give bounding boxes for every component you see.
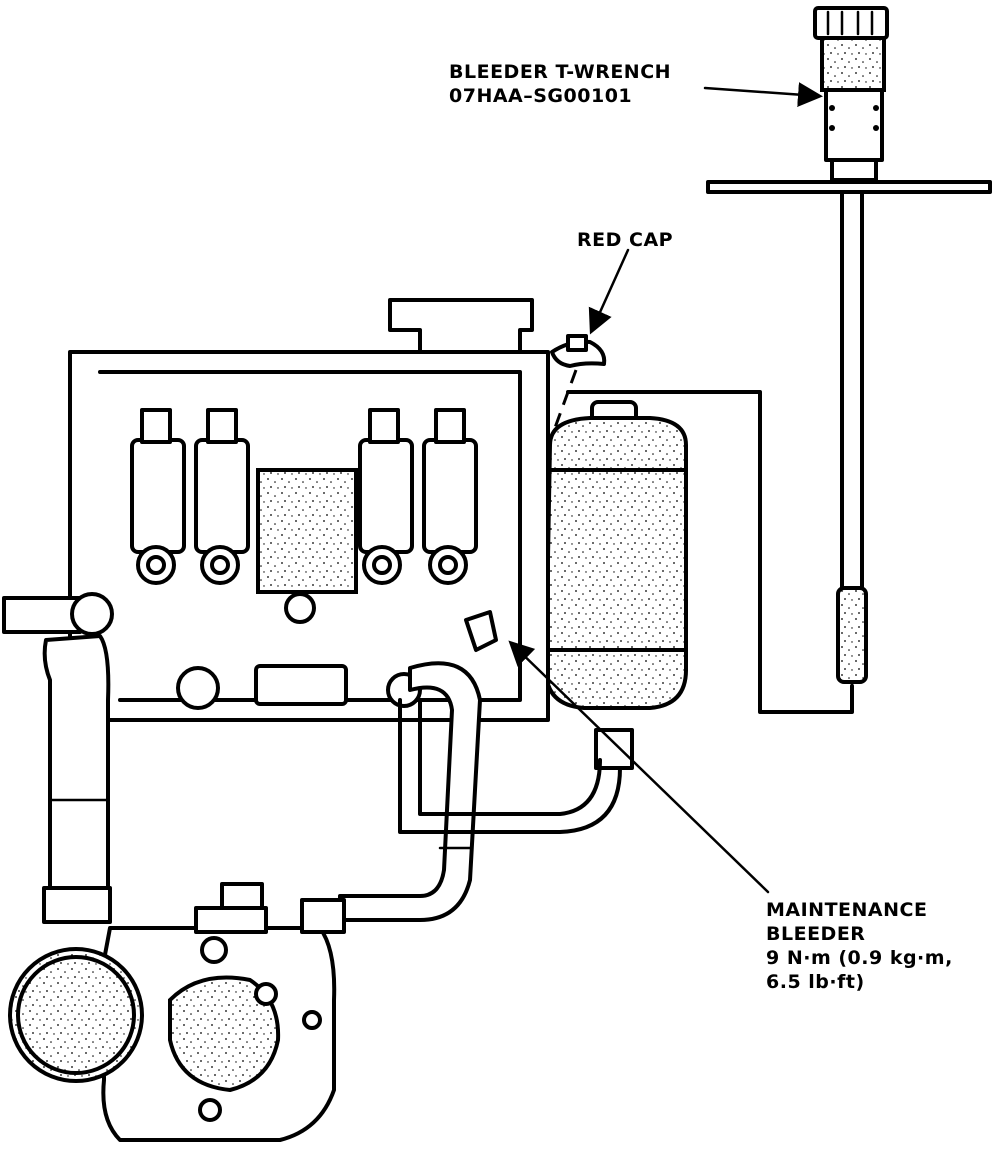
- red-cap-label: RED CAP: [577, 229, 674, 251]
- tool-body: [824, 88, 884, 162]
- bleeder-arrow: [508, 640, 770, 894]
- tool-label-line-2: 07HAA–SG00101: [449, 85, 633, 107]
- tool-label-line-1: BLEEDER T-WRENCH: [449, 61, 672, 83]
- motor-round: [8, 947, 144, 1083]
- tool-reservoir: [820, 36, 886, 92]
- tool-label: BLEEDER T-WRENCH 07HAA–SG00101: [449, 60, 671, 108]
- bleeder-bottle: [543, 400, 688, 770]
- tool-collar: [830, 158, 878, 182]
- bleeder-tube: [566, 390, 854, 714]
- red-cap-arrow: [588, 248, 630, 335]
- maintenance-bleeder-fitting: [464, 610, 498, 652]
- modulator-unit: [68, 298, 550, 722]
- tool-cap: [813, 6, 889, 40]
- red-cap: [550, 334, 607, 368]
- tool-grip: [836, 586, 868, 684]
- bleeder-label-line-3: 9 N·m (0.9 kg·m,: [766, 947, 953, 969]
- maintenance-bleeder-label: MAINTENANCE BLEEDER 9 N·m (0.9 kg·m, 6.5…: [766, 898, 953, 994]
- tool-arrow: [703, 82, 823, 108]
- bleeder-label-line-2: BLEEDER: [766, 923, 866, 945]
- tool-shaft: [840, 190, 864, 594]
- pump-motor: [8, 882, 346, 1142]
- bleeder-label-line-1: MAINTENANCE: [766, 899, 928, 921]
- bleeder-t-wrench: [706, 6, 992, 702]
- bottle-outlet: [594, 728, 634, 770]
- bleeder-label-line-4: 6.5 lb·ft): [766, 971, 865, 993]
